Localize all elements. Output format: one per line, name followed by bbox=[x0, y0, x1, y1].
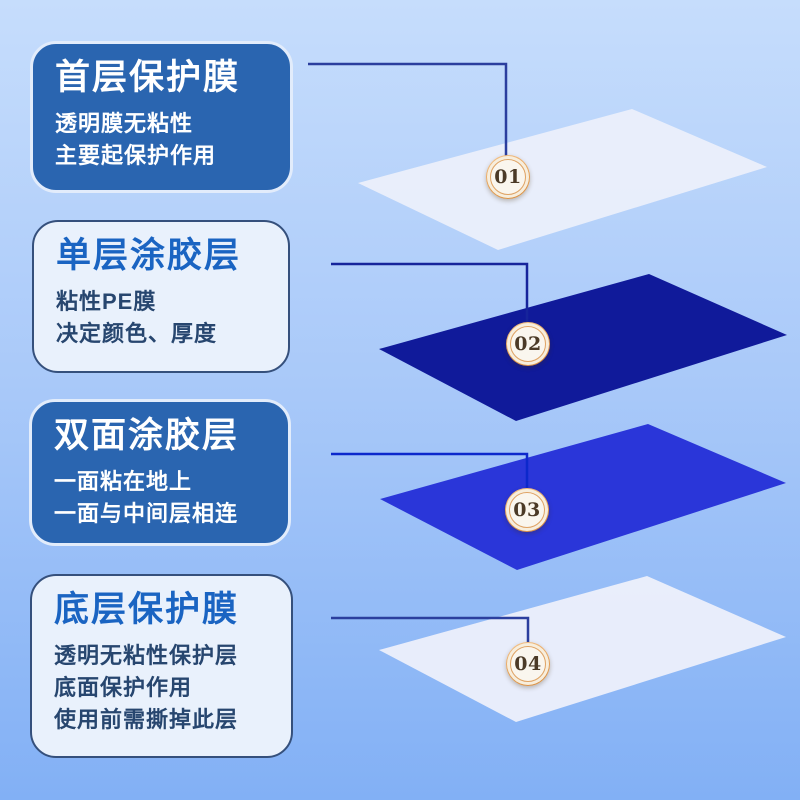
desc-line: 粘性PE膜 bbox=[56, 288, 157, 314]
desc-line: 一面与中间层相连 bbox=[54, 500, 239, 526]
card-layer-4-title: 底层保护膜 bbox=[54, 590, 240, 629]
connector-line-2 bbox=[331, 262, 529, 324]
badge-03: 03 bbox=[505, 488, 549, 532]
connector-line-4 bbox=[331, 616, 530, 644]
card-layer-4-description: 透明无粘性保护层 底面保护作用 使用前需撕掉此层 bbox=[54, 640, 269, 736]
card-layer-4: 底层保护膜 透明无粘性保护层 底面保护作用 使用前需撕掉此层 bbox=[30, 574, 293, 758]
desc-line: 底面保护作用 bbox=[54, 674, 193, 700]
card-layer-3-title: 双面涂胶层 bbox=[54, 416, 240, 455]
sheet-layer-4 bbox=[379, 576, 786, 722]
desc-line: 一面粘在地上 bbox=[54, 468, 193, 494]
card-layer-1-title: 首层保护膜 bbox=[55, 58, 241, 97]
badge-04: 04 bbox=[506, 642, 550, 686]
badge-03-number: 03 bbox=[509, 492, 545, 528]
sheet-layer-1 bbox=[358, 109, 767, 250]
badge-04-number: 04 bbox=[510, 646, 546, 682]
desc-line: 透明无粘性保护层 bbox=[54, 642, 239, 668]
desc-line: 使用前需撕掉此层 bbox=[54, 706, 239, 732]
desc-line: 透明膜无粘性 bbox=[55, 110, 194, 136]
card-layer-2-description: 粘性PE膜 决定颜色、厚度 bbox=[56, 286, 266, 350]
desc-line: 主要起保护作用 bbox=[55, 142, 217, 168]
connector-line-1 bbox=[308, 62, 508, 158]
card-layer-2-title: 单层涂胶层 bbox=[56, 236, 242, 275]
desc-line: 决定颜色、厚度 bbox=[56, 320, 218, 346]
card-layer-3: 双面涂胶层 一面粘在地上 一面与中间层相连 bbox=[29, 399, 291, 546]
card-layer-3-description: 一面粘在地上 一面与中间层相连 bbox=[54, 466, 266, 530]
sheet-layer-2 bbox=[379, 274, 787, 421]
connector-line-3 bbox=[331, 452, 529, 490]
badge-02-number: 02 bbox=[510, 326, 546, 362]
sheet-layer-3 bbox=[380, 424, 786, 570]
badge-02: 02 bbox=[506, 322, 550, 366]
badge-01-number: 01 bbox=[490, 159, 526, 195]
card-layer-1: 首层保护膜 透明膜无粘性 主要起保护作用 bbox=[30, 41, 293, 193]
card-layer-2: 单层涂胶层 粘性PE膜 决定颜色、厚度 bbox=[32, 220, 290, 373]
badge-01: 01 bbox=[486, 155, 530, 199]
card-layer-1-description: 透明膜无粘性 主要起保护作用 bbox=[55, 108, 268, 172]
